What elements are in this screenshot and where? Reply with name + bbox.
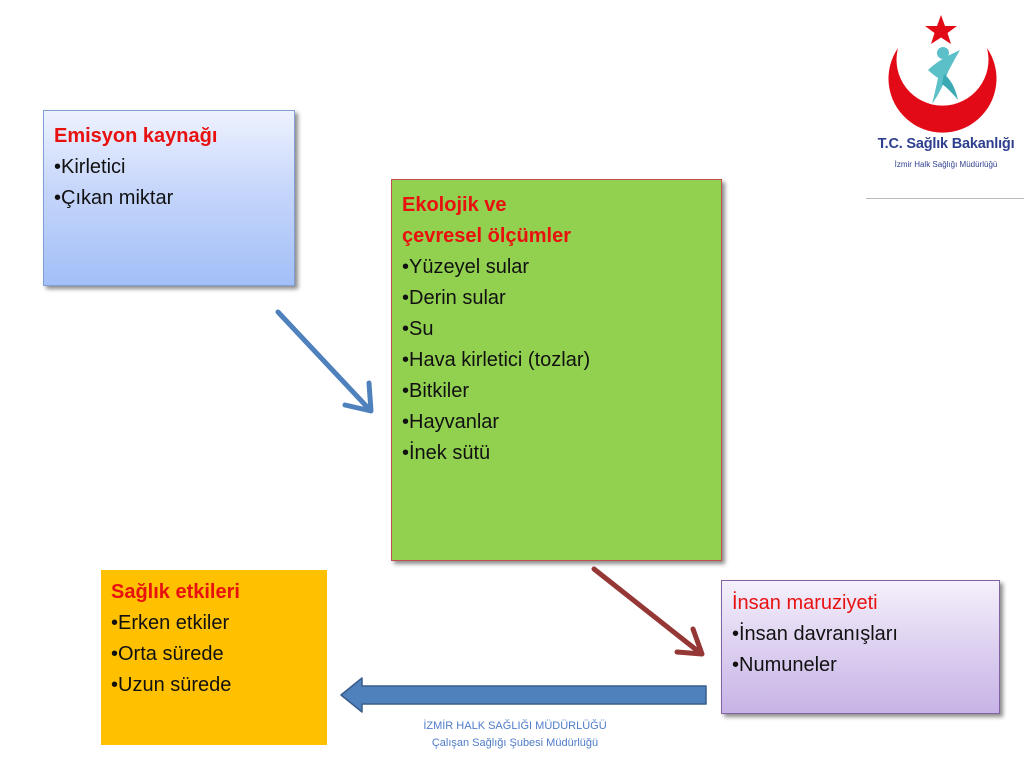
ecological-item: •Bitkiler (402, 380, 470, 402)
arrow-human-to-health-icon (340, 677, 707, 713)
human-exposure-box: İnsan maruziyeti •İnsan davranışları •Nu… (721, 580, 1000, 714)
human-exposure-item: •İnsan davranışları (732, 623, 898, 645)
ecological-item: •Derin sular (402, 287, 506, 309)
ecological-measurements-box: Ekolojik ve çevresel ölçümler •Yüzeyel s… (391, 179, 722, 561)
footer-line2: Çalışan Sağlığı Şubesi Müdürlüğü (431, 737, 599, 749)
ecological-item: •Hava kirletici (tozlar) (402, 349, 591, 371)
ecological-title-line2: çevresel ölçümler (402, 225, 571, 247)
health-effects-item: •Erken etkiler (111, 612, 230, 634)
logo-subtitle: İzmir Halk Sağlığı Müdürlüğü (894, 160, 998, 169)
footer: İZMİR HALK SAĞLIĞI MÜDÜRLÜĞÜ Çalışan Sağ… (385, 718, 645, 752)
health-effects-box: Sağlık etkileri •Erken etkiler •Orta sür… (101, 570, 327, 745)
ecological-item: •Hayvanlar (402, 411, 500, 433)
health-effects-title: Sağlık etkileri (111, 581, 240, 603)
ecological-title-line1: Ekolojik ve (402, 194, 507, 216)
emission-item-amount: •Çıkan miktar (54, 187, 174, 209)
emission-source-box: Emisyon kaynağı •Kirletici •Çıkan miktar (43, 110, 295, 286)
health-effects-item: •Uzun sürede (111, 674, 232, 696)
emission-item-pollutant: •Kirletici (54, 156, 126, 178)
human-exposure-item: •Numuneler (732, 654, 837, 676)
ministry-logo: T.C. Sağlık Bakanlığı İzmir Halk Sağlığı… (866, 0, 1024, 199)
ecological-item: •İnek sütü (402, 442, 491, 464)
ecological-item: •Su (402, 318, 434, 340)
logo-name: T.C. Sağlık Bakanlığı (877, 136, 1015, 152)
footer-line1: İZMİR HALK SAĞLIĞI MÜDÜRLÜĞÜ (423, 720, 607, 732)
arrow-ecological-to-human-icon (591, 566, 705, 657)
emission-source-title: Emisyon kaynağı (54, 125, 218, 147)
crescent-star-logo-icon (888, 15, 997, 133)
ecological-item: •Yüzeyel sular (402, 256, 530, 278)
human-exposure-title: İnsan maruziyeti (732, 592, 878, 614)
arrow-emission-to-ecological-icon (275, 309, 374, 414)
health-effects-item: •Orta sürede (111, 643, 224, 665)
